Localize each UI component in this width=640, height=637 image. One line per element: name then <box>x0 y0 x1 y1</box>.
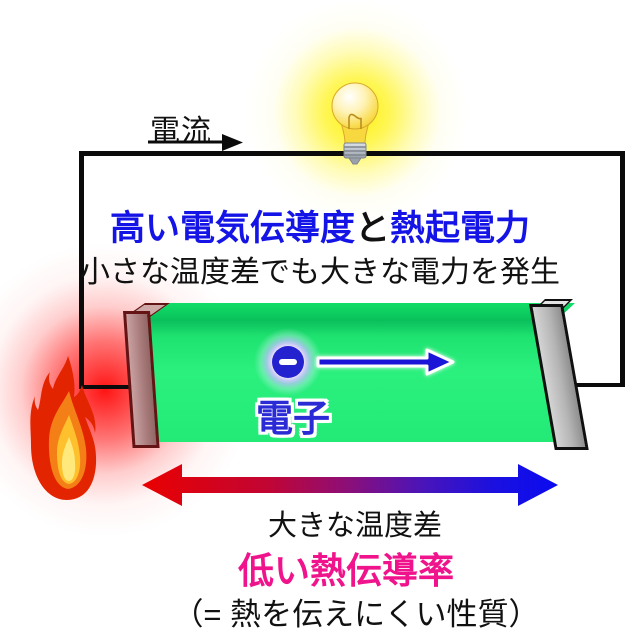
temperature-difference-label: 大きな温度差 <box>267 510 442 542</box>
electron-arrow-icon <box>316 348 455 376</box>
temperature-gradient-arrow-icon <box>142 464 558 506</box>
circuit-wire-right-stub <box>577 383 625 387</box>
circuit-wire-left-stub <box>79 385 129 389</box>
heading-blue-part1: 高い電気伝導度 <box>109 209 355 248</box>
heading-black-part: と <box>354 209 390 248</box>
light-bulb-icon <box>331 82 379 165</box>
heading-line2: 小さな温度差でも大きな電力を発生 <box>80 256 560 289</box>
material-bar-front-face <box>135 320 557 442</box>
current-arrow-icon <box>148 134 243 151</box>
circuit-wire-left <box>79 151 84 389</box>
minus-icon <box>279 359 297 365</box>
electron-icon <box>272 346 304 378</box>
flame-icon <box>30 356 97 500</box>
material-bar-top-face <box>135 303 575 320</box>
circuit-wire-right <box>620 151 625 387</box>
low-thermal-conductivity-subtext: （= 熱を伝えにくい性質） <box>172 597 540 632</box>
low-thermal-conductivity-label: 低い熱伝導率 <box>237 550 454 591</box>
heading-blue-part2: 熱起電力 <box>390 209 531 248</box>
heading-line1: 高い電気伝導度と熱起電力 <box>0 200 640 251</box>
electron-label: 電子 <box>256 398 330 439</box>
